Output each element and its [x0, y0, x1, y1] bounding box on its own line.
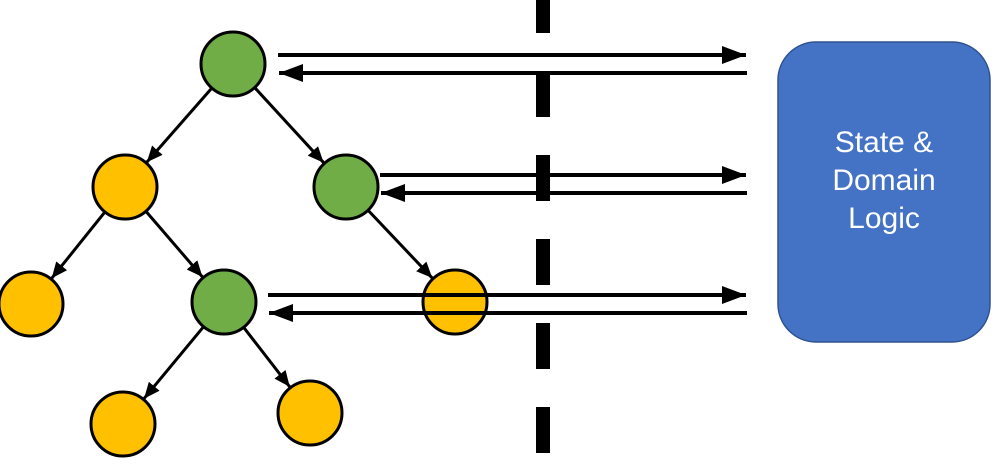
- tree-edge-left-to-left-right: [144, 210, 204, 278]
- state-domain-logic-label-line-1: State &: [835, 126, 933, 159]
- tree-edge-left-right-to-bottom-left: [142, 325, 205, 400]
- tree-node-right-right: [421, 268, 489, 336]
- tree-edge-left-right-to-bottom-right: [242, 326, 291, 388]
- tree-node-left: [91, 153, 159, 221]
- tree-node-root: [199, 30, 267, 98]
- tree-node-right: [312, 153, 380, 221]
- tree-node-bottom-left: [89, 390, 157, 458]
- tree-node-left-right: [190, 268, 258, 336]
- tree-edge-root-to-right: [253, 86, 325, 164]
- tree-node-left-left: [0, 270, 65, 338]
- tree-edge-left-to-left-left: [50, 211, 107, 280]
- tree-edge-root-to-left: [145, 87, 214, 164]
- state-domain-logic-label-line-3: Logic: [848, 202, 920, 235]
- state-domain-logic-box: [777, 41, 991, 343]
- tree-node-bottom-right: [276, 379, 344, 447]
- tree-edge-right-to-right-right: [366, 209, 434, 280]
- state-domain-logic-label-line-2: Domain: [832, 164, 935, 197]
